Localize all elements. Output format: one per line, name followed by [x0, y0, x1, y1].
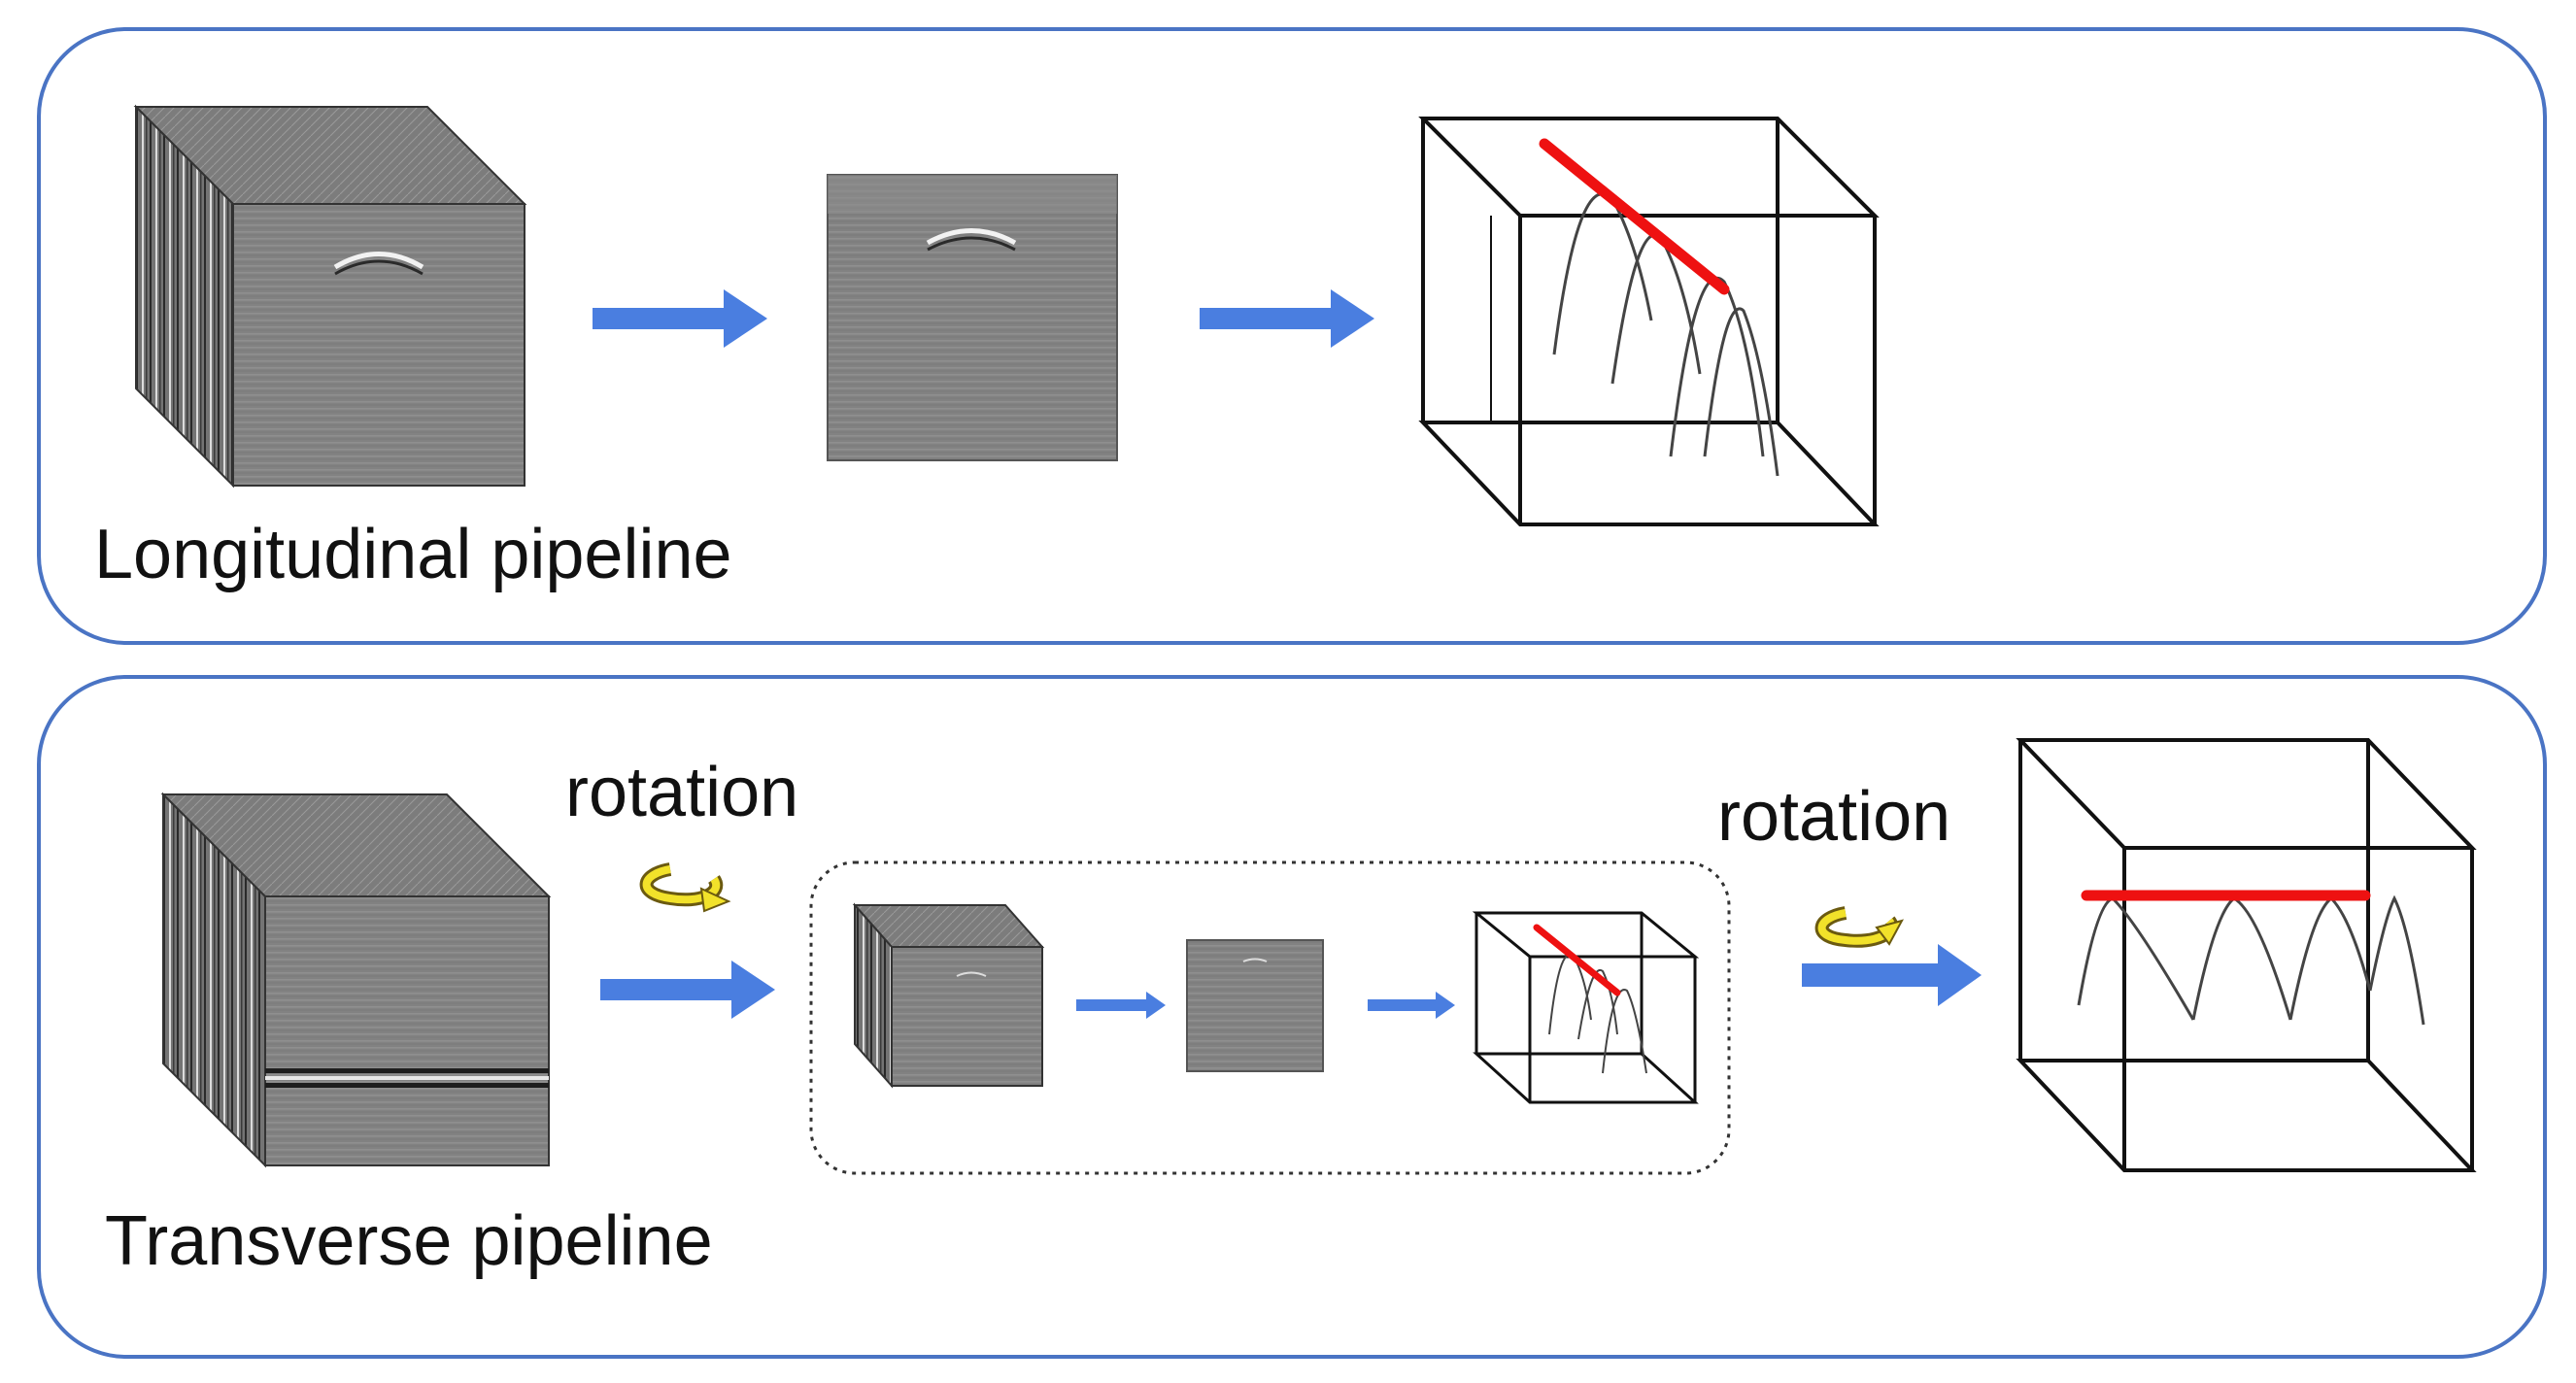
rotation-icon — [639, 862, 731, 913]
transverse-caption: Transverse pipeline — [105, 1202, 713, 1280]
b-scan-slice — [827, 174, 1118, 461]
right-arrow-icon — [1802, 944, 1982, 1006]
longitudinal-caption: Longitudinal pipeline — [94, 516, 732, 593]
radar-volume-cube-small — [852, 902, 1045, 1089]
rotation-label-right: rotation — [1717, 778, 1950, 856]
right-arrow-icon — [1368, 992, 1455, 1019]
sub-pipeline-box — [809, 860, 1731, 1175]
wireframe-result-cube — [2016, 738, 2477, 1172]
b-scan-slice-small — [1186, 939, 1324, 1072]
wireframe-detection-cube — [1418, 117, 1880, 526]
rotation-label-left: rotation — [565, 754, 798, 831]
rotation-icon — [1814, 906, 1904, 948]
right-arrow-icon — [593, 289, 767, 348]
longitudinal-panel — [37, 27, 2547, 645]
right-arrow-icon — [1200, 289, 1374, 348]
red-cut-line — [1539, 138, 1730, 295]
right-arrow-icon — [600, 961, 775, 1019]
wireframe-detection-cube-small — [1472, 911, 1700, 1104]
hyperbola-traces-small — [1548, 954, 1647, 1074]
hyperbola-traces-aligned — [2077, 894, 2425, 1026]
transverse-panel — [37, 675, 2547, 1359]
radar-volume-cube — [133, 104, 527, 489]
right-arrow-icon — [1076, 992, 1166, 1019]
radar-volume-cube — [160, 792, 552, 1168]
red-cut-line-small — [1533, 924, 1621, 996]
